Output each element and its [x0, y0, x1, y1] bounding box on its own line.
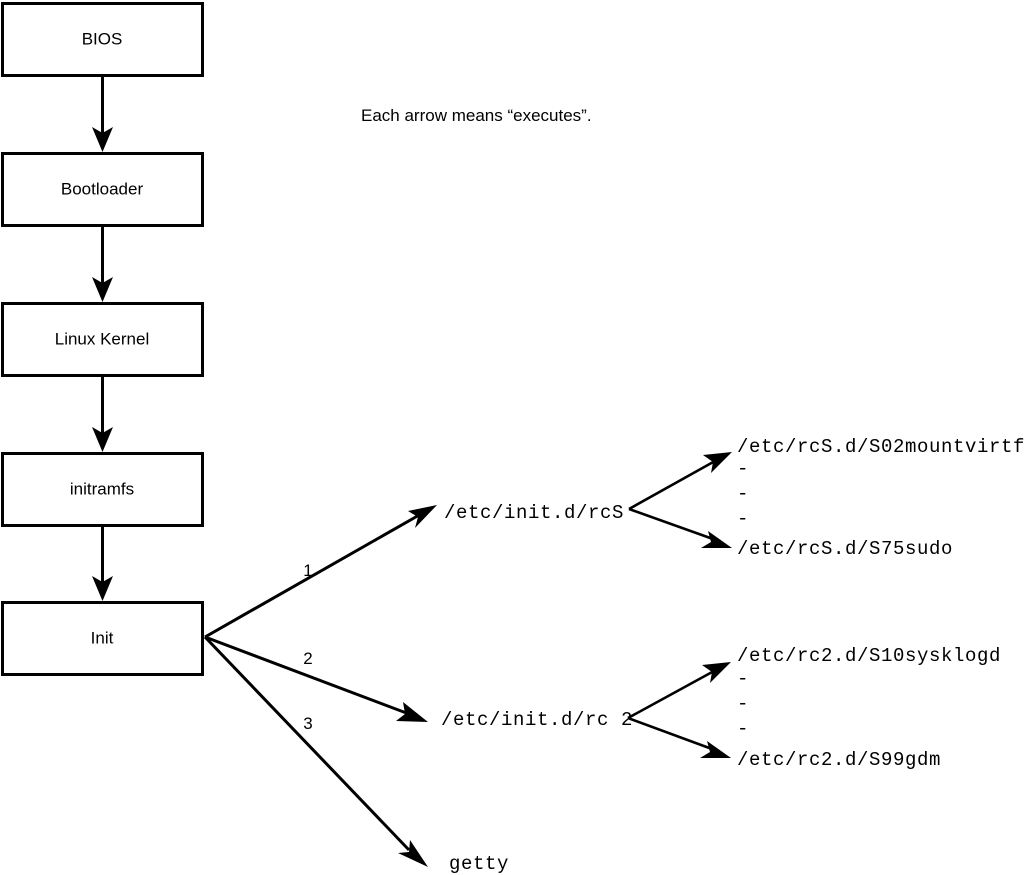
node-init-label: Init [91, 628, 114, 647]
node-initramfs-rect [1, 452, 204, 527]
node-bootloader-rect [1, 152, 204, 227]
node-init-rect [1, 601, 204, 676]
node-bootloader[interactable]: Bootloader [1, 152, 204, 227]
node-initramfs-label: initramfs [70, 479, 134, 498]
arrow-head-icon [700, 741, 731, 758]
arrow-rcs-to-first-script [628, 452, 732, 511]
label-rc2-ellipsis-1: - [737, 668, 748, 690]
arrow-head-icon [701, 531, 732, 548]
arrow-rc2-to-last-script [627, 716, 731, 758]
branch-number-3: 3 [303, 714, 312, 733]
label-rcs-first-script[interactable]: /etc/rcS.d/S02mountvirtfs [737, 436, 1024, 458]
label-rc2-ellipsis-2: - [737, 693, 748, 715]
arrow-head-icon [92, 277, 113, 302]
node-bios-label: BIOS [82, 29, 123, 48]
arrow-init-to-rcs [204, 505, 437, 639]
arrow-head-icon [702, 662, 731, 683]
arrow-initramfs-to-init [92, 526, 113, 601]
arrow-init-to-rc2 [204, 635, 428, 722]
node-bootloader-label: Bootloader [61, 179, 144, 198]
label-rcs-ellipsis-1: - [737, 458, 748, 480]
arrow-head-icon [92, 127, 113, 152]
label-init-d-rc2[interactable]: /etc/init.d/rc 2 [441, 709, 633, 731]
node-kernel-label: Linux Kernel [55, 329, 150, 348]
label-rc2-last-script[interactable]: /etc/rc2.d/S99gdm [737, 749, 941, 771]
arrow-head-icon [92, 427, 113, 452]
diagram-caption: Each arrow means “executes”. [361, 106, 592, 125]
label-init-d-rcs[interactable]: /etc/init.d/rcS [444, 502, 624, 524]
arrow-rc2-to-first-script [627, 662, 731, 720]
branch-number-2: 2 [303, 649, 312, 668]
arrow-rcs-to-last-script [628, 507, 732, 548]
node-kernel-rect [1, 302, 204, 377]
arrow-bootloader-to-kernel [92, 226, 113, 302]
label-rc2-ellipsis-3: - [737, 718, 748, 740]
arrow-init-to-getty [203, 635, 428, 867]
node-init[interactable]: Init [1, 601, 204, 676]
arrow-head-icon [92, 576, 113, 601]
arrow-kernel-to-initramfs [92, 376, 113, 452]
node-bios[interactable]: BIOS [1, 2, 204, 77]
branch-number-1: 1 [303, 561, 312, 580]
arrow-bios-to-bootloader [92, 76, 113, 152]
label-rcs-ellipsis-2: - [737, 483, 748, 505]
arrow-head-icon [398, 840, 428, 867]
arrow-head-icon [703, 452, 732, 473]
label-rc2-first-script[interactable]: /etc/rc2.d/S10sysklogd [737, 645, 1001, 667]
label-getty[interactable]: getty [449, 853, 509, 875]
label-rcs-ellipsis-3: - [737, 508, 748, 530]
node-initramfs[interactable]: initramfs [1, 452, 204, 527]
arrow-head-icon [396, 702, 428, 722]
node-bios-rect [1, 2, 204, 77]
label-rcs-last-script[interactable]: /etc/rcS.d/S75sudo [737, 538, 953, 560]
arrow-head-icon [408, 505, 437, 528]
node-kernel[interactable]: Linux Kernel [1, 302, 204, 377]
